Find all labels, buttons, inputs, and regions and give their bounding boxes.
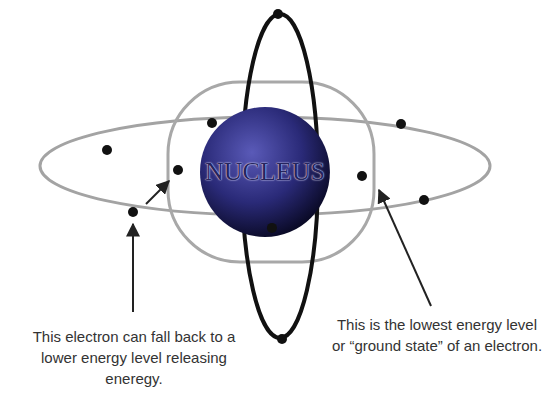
electrons <box>102 9 429 344</box>
nucleus-sphere: NUCLEUS <box>199 106 331 238</box>
inner-orbit <box>168 82 374 262</box>
callout-text: This is the lowest energy level or “grou… <box>330 314 544 356</box>
nucleus-label: NUCLEUS <box>205 157 325 187</box>
callout-text: This electron can fall back to a lower e… <box>20 326 248 389</box>
